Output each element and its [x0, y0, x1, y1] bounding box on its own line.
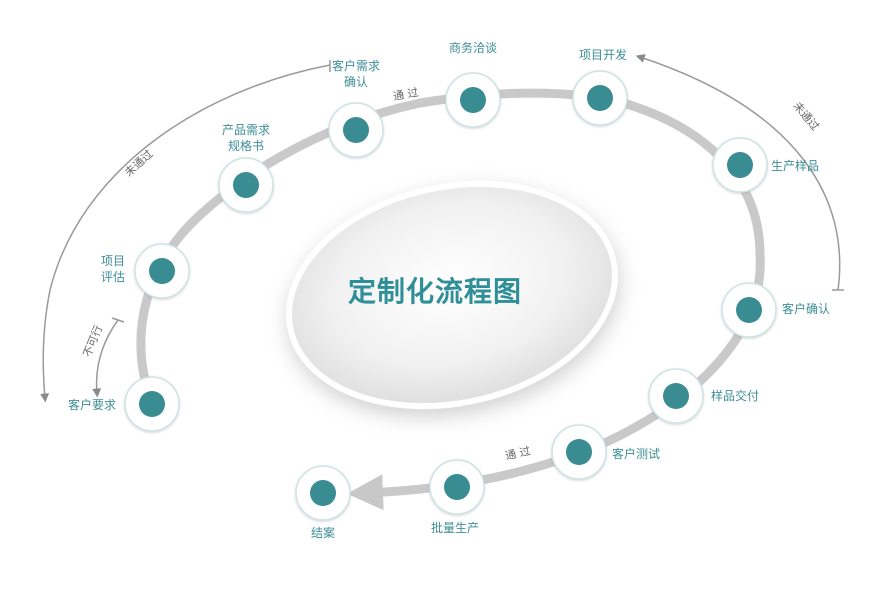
center-ellipse [286, 180, 618, 410]
right-feedback-arrow [635, 54, 841, 291]
label-customer-test: 客户测试 [612, 447, 661, 461]
label-sample-delivery: 样品交付 [711, 389, 760, 403]
label-project-dev: 项目开发 [578, 48, 628, 62]
label-customer-confirm: 客户确认 [782, 302, 831, 316]
label-business-talk: 商务洽谈 [448, 41, 498, 55]
node-sample-production [712, 137, 768, 193]
node-project-eval [134, 243, 190, 299]
label-product-spec: 产品需求规格书 [221, 123, 271, 153]
node-case-closed [295, 465, 351, 521]
diagram-title: 定制化流程图 [347, 275, 522, 308]
node-customer-confirm [721, 282, 777, 338]
label-mass-production: 批量生产 [430, 521, 480, 535]
node-project-dev [572, 70, 628, 126]
label-sample-production: 生产样品 [771, 159, 820, 173]
node-sample-delivery [648, 368, 704, 424]
node-customer-test [551, 424, 607, 480]
node-product-spec [218, 157, 274, 213]
label-customer-request: 客户要求 [68, 398, 117, 412]
label-project-eval: 项目评估 [100, 254, 126, 284]
left-feedback-arrow [40, 64, 331, 403]
label-case-closed: 结案 [310, 526, 336, 540]
node-customer-need-confirm [328, 102, 384, 158]
node-business-talk [445, 72, 501, 128]
node-mass-production [429, 459, 485, 515]
not-feasible-arrow [92, 319, 119, 398]
label-customer-need-confirm: 客户需求确认 [331, 59, 381, 89]
node-customer-request [124, 376, 180, 432]
